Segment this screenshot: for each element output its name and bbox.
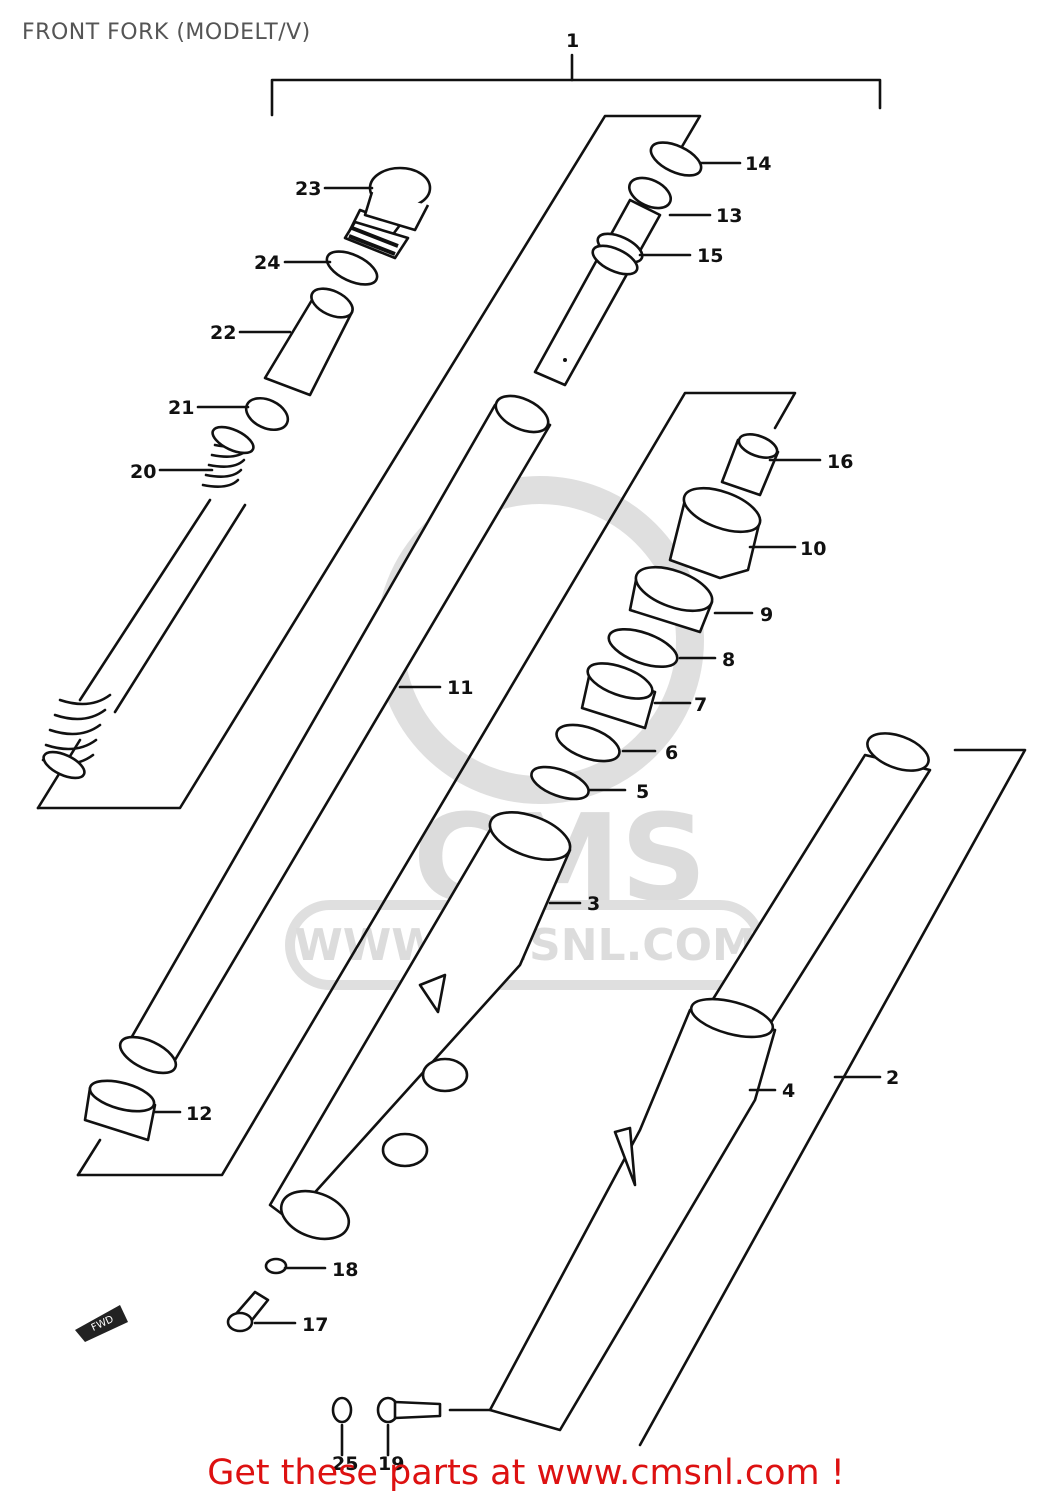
part-18-gasket [264, 1257, 288, 1275]
callout-24: 24 [254, 252, 280, 274]
part-19-drain-bolt [376, 1396, 442, 1424]
callout-3: 3 [587, 893, 600, 915]
callout-19: 19 [378, 1453, 404, 1475]
callout-4: 4 [782, 1080, 795, 1102]
callout-14: 14 [745, 153, 771, 175]
part-15-damper-rod [533, 198, 662, 387]
part-2-fork-tube [698, 732, 932, 1042]
callout-12: 12 [186, 1103, 212, 1125]
part-11-inner-tube [118, 394, 552, 1075]
callout-13: 13 [716, 205, 742, 227]
callout-17: 17 [302, 1314, 328, 1336]
part-3-outer-tube [268, 811, 572, 1241]
part-21-washer [244, 396, 290, 432]
part-10-dust-seal [668, 486, 762, 580]
part-14-ring [649, 141, 703, 177]
callout-7: 7 [694, 694, 707, 716]
part-24-o-ring [325, 250, 379, 286]
footer-parts-link[interactable]: Get these parts at www.cmsnl.com ! [207, 1453, 845, 1493]
callout-10: 10 [800, 538, 826, 560]
page-title: FRONT FORK (MODELT/V) [22, 20, 311, 45]
assembly-bracket [270, 53, 882, 117]
part-23-cap-bolt [343, 166, 432, 260]
part-16-oil-lock [720, 433, 780, 497]
part-5-bushing [530, 765, 590, 801]
part-12-bushing [83, 1079, 157, 1142]
callout-9: 9 [760, 604, 773, 626]
forward-direction-arrow: FWD [75, 1305, 128, 1342]
callout-23: 23 [295, 178, 321, 200]
part-25-washer [331, 1396, 353, 1424]
callout-15: 15 [697, 245, 723, 267]
part-17-bolt [226, 1290, 270, 1333]
part-7-spacer [580, 662, 657, 730]
callout-2: 2 [886, 1067, 899, 1089]
group-frame-inner-tube [76, 391, 797, 1177]
callout-1: 1 [566, 30, 579, 52]
callout-labels: 1 2 3 4 5 6 7 8 9 10 11 12 13 14 15 16 1… [130, 30, 899, 1475]
callout-21: 21 [168, 397, 194, 419]
part-9-oil-seal [628, 565, 714, 634]
part-22-spacer [263, 287, 354, 397]
part-6-washer [555, 723, 621, 763]
callout-8: 8 [722, 649, 735, 671]
callout-5: 5 [636, 781, 649, 803]
callout-18: 18 [332, 1259, 358, 1281]
callout-22: 22 [210, 322, 236, 344]
part-4-outer-tube [488, 997, 777, 1432]
part-13-piston-ring [628, 176, 672, 210]
callout-25: 25 [332, 1453, 358, 1475]
part-8-retaining-ring [607, 627, 679, 669]
part-20-spring [41, 425, 255, 780]
callout-6: 6 [665, 742, 678, 764]
callout-11: 11 [447, 677, 473, 699]
leader-lines [153, 161, 882, 1457]
callout-16: 16 [827, 451, 853, 473]
group-frame-outer [638, 748, 1027, 1447]
callout-20: 20 [130, 461, 156, 483]
